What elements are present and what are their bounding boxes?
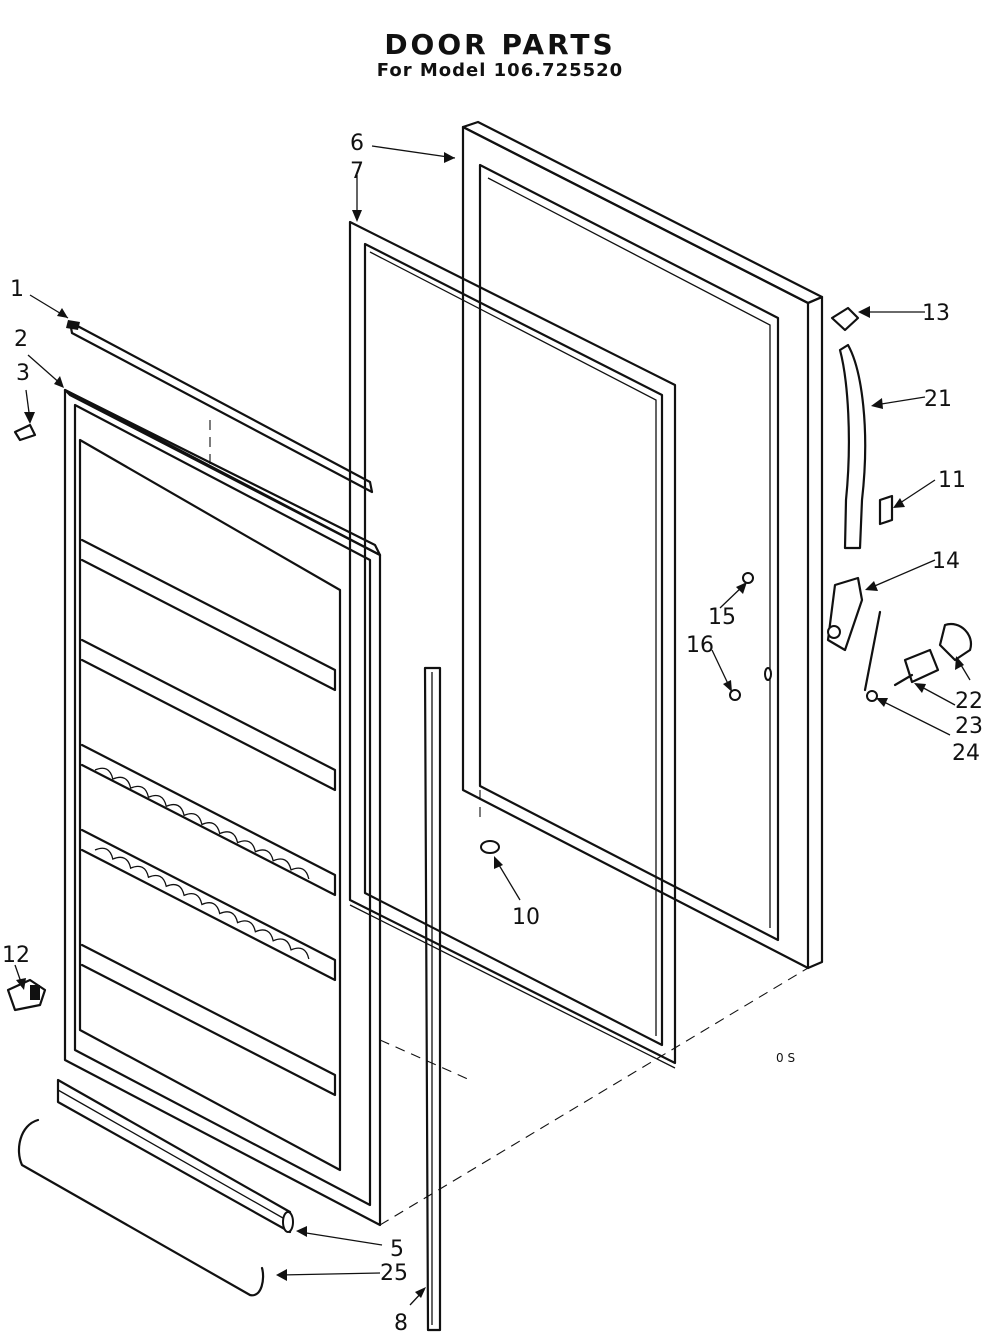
- callout-12: 12: [2, 943, 30, 968]
- egg-holder-row-lower: [94, 847, 310, 960]
- leader-lines: [14, 145, 971, 1306]
- alignment-lines: [209, 420, 809, 1226]
- lock-assembly: [863, 610, 973, 702]
- callout-23: 23: [955, 714, 983, 739]
- diagram-title: DOOR PARTS: [384, 28, 616, 61]
- callout-3: 3: [16, 361, 30, 386]
- callout-13: 13: [922, 301, 950, 326]
- callout-24: 24: [952, 741, 980, 766]
- bumper-part: [13, 423, 37, 442]
- callout-5: 5: [390, 1237, 404, 1262]
- top-trim-strip: [66, 320, 374, 494]
- breaker-strip: [423, 666, 442, 1332]
- callout-labels: 1 2 3 5 6 7 8 10 11 12 13 14 15 16 21 22…: [2, 131, 983, 1333]
- screw-part-16: [729, 689, 741, 701]
- callout-7: 7: [350, 159, 364, 184]
- callout-14: 14: [932, 549, 960, 574]
- handle-clip-part: [878, 494, 894, 526]
- plug-part: [480, 840, 500, 854]
- liner-shelf-lines: [80, 538, 337, 1097]
- callout-22: 22: [955, 689, 983, 714]
- callout-21: 21: [924, 387, 952, 412]
- hinge-bracket-part: [826, 576, 864, 652]
- retainer-button-part: [6, 978, 47, 1012]
- door-stop-part: [764, 667, 772, 681]
- egg-holder-row-upper: [94, 767, 310, 880]
- bottom-trim-strip: [56, 1078, 294, 1234]
- callout-1: 1: [10, 277, 24, 302]
- callout-2: 2: [14, 327, 28, 352]
- callout-8: 8: [394, 1311, 408, 1333]
- callout-25: 25: [380, 1261, 408, 1286]
- hinge-cap-part: [830, 306, 860, 332]
- callout-16: 16: [686, 633, 714, 658]
- door-handle-part: [838, 343, 867, 550]
- wire-shelf-bar: [17, 1118, 265, 1297]
- door-liner: [63, 388, 382, 1227]
- door-gasket: [348, 220, 677, 1069]
- door-outer-panel: [461, 120, 824, 970]
- callout-11: 11: [938, 468, 966, 493]
- callout-10: 10: [512, 905, 540, 930]
- callout-15: 15: [708, 605, 736, 630]
- screw-part-15: [742, 572, 754, 584]
- diagram-subtitle: For Model 106.725520: [376, 60, 624, 81]
- corner-mark: 0 S: [776, 1051, 795, 1065]
- callout-6: 6: [350, 131, 364, 156]
